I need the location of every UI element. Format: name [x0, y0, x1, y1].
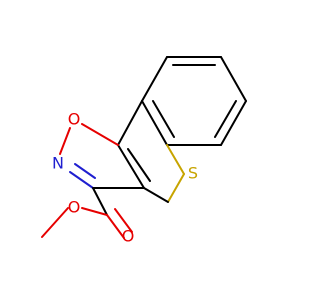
bond-c3-carbonyl [92, 187, 108, 216]
bond-sulfur-ch2 [167, 173, 185, 203]
atom-carbonyl-oxygen: O [122, 227, 135, 246]
bond-carbonyl-double [106, 214, 125, 239]
bond-isoxazole-c-c-double [127, 148, 151, 182]
bond-isoxazole-n-c-double [74, 163, 96, 179]
bond-benzene-5 [141, 100, 168, 146]
bond-isoxazole-o-n [59, 127, 71, 155]
bond-aryl-sulfur [166, 144, 185, 175]
bond-benzene-3-double [214, 100, 237, 138]
bond-benzene-6 [141, 56, 168, 102]
atom-ester-oxygen: O [68, 198, 81, 217]
bond-ester-o-methyl [41, 207, 69, 238]
structure-drawing: O N S O O [41, 56, 247, 246]
bond-aryl-isoxazole [117, 100, 143, 146]
bond-ch2-isoxazole [143, 187, 169, 203]
atom-ring-sulfur: S [188, 164, 198, 183]
bond-isoxazole-c-c [117, 144, 145, 189]
bond-benzene-2 [220, 56, 247, 102]
molecule-diagram: O N S O O [41, 56, 247, 246]
bond-isoxazole-c-o [81, 123, 119, 146]
atom-isoxazole-oxygen: O [68, 110, 81, 129]
atom-isoxazole-nitrogen: N [52, 154, 64, 173]
bond-carbonyl-double-inner [114, 208, 133, 233]
bond-carbonyl-ester-o [81, 207, 108, 216]
bond-benzene-3 [220, 100, 247, 146]
bond-isoxazole-n-c [69, 171, 94, 189]
bond-benzene-5-double [152, 100, 175, 138]
